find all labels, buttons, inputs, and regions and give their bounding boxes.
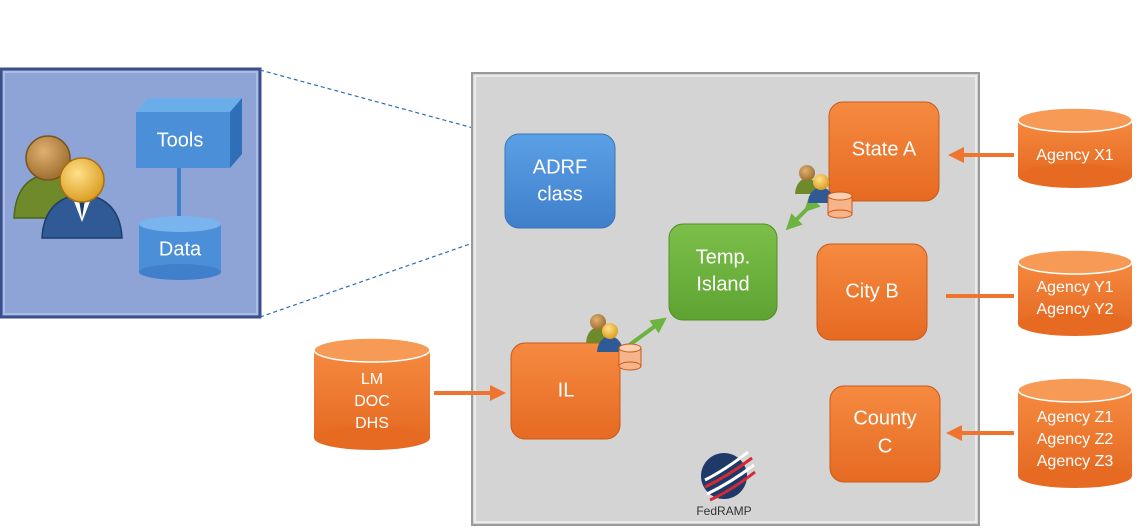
agency-x-cylinder: Agency X1 bbox=[1017, 107, 1133, 188]
tools-box bbox=[136, 98, 242, 168]
agency-z1-label: Agency Z1 bbox=[1037, 409, 1114, 426]
city-b-node: City B bbox=[816, 243, 928, 341]
il-label: IL bbox=[558, 379, 575, 401]
adrf-line-2: class bbox=[537, 183, 583, 205]
state-a-db-icon bbox=[827, 191, 853, 219]
agency-y1-label: Agency Y1 bbox=[1036, 279, 1113, 296]
state-a-node: State A bbox=[828, 101, 940, 202]
data-label: Data bbox=[159, 238, 202, 260]
il-node: IL bbox=[510, 342, 621, 440]
temp-island-node: Temp. Island bbox=[668, 223, 778, 321]
data-cylinder bbox=[139, 216, 221, 280]
federal-sources-cylinder: LM DOC DHS bbox=[313, 337, 431, 450]
county-c-node: County C bbox=[829, 385, 941, 483]
fedramp-logo-text: FedRAMP bbox=[696, 504, 751, 518]
temp-island-line-1: Temp. bbox=[696, 246, 750, 268]
zoom-line-top bbox=[259, 69, 511, 139]
agency-x1-label: Agency X1 bbox=[1036, 147, 1113, 164]
federal-source-1: LM bbox=[361, 371, 383, 388]
federal-source-3: DHS bbox=[355, 415, 389, 432]
adrf-line-1: ADRF bbox=[533, 156, 587, 178]
arrow-state-a-temp-island bbox=[785, 195, 821, 231]
il-db-icon bbox=[618, 343, 642, 371]
zoom-panel: Tools Data bbox=[0, 67, 262, 319]
tools-label: Tools bbox=[157, 129, 204, 151]
city-b-label: City B bbox=[845, 280, 898, 302]
users-icon bbox=[13, 135, 123, 239]
temp-island-line-2: Island bbox=[696, 273, 749, 295]
county-c-line-2: C bbox=[878, 435, 892, 457]
agency-z3-label: Agency Z3 bbox=[1037, 453, 1114, 470]
agency-z-cylinder: Agency Z1 Agency Z2 Agency Z3 bbox=[1017, 377, 1133, 488]
agency-y-cylinder: Agency Y1 Agency Y2 bbox=[1017, 249, 1133, 336]
fedramp-logo-icon bbox=[701, 450, 756, 502]
il-user-icon bbox=[586, 314, 623, 352]
state-a-label: State A bbox=[852, 138, 917, 160]
federal-source-2: DOC bbox=[354, 393, 390, 410]
adrf-class-node: ADRF class bbox=[504, 133, 616, 229]
agency-y2-label: Agency Y2 bbox=[1036, 301, 1113, 318]
agency-z2-label: Agency Z2 bbox=[1037, 431, 1114, 448]
county-c-line-1: County bbox=[853, 407, 916, 429]
